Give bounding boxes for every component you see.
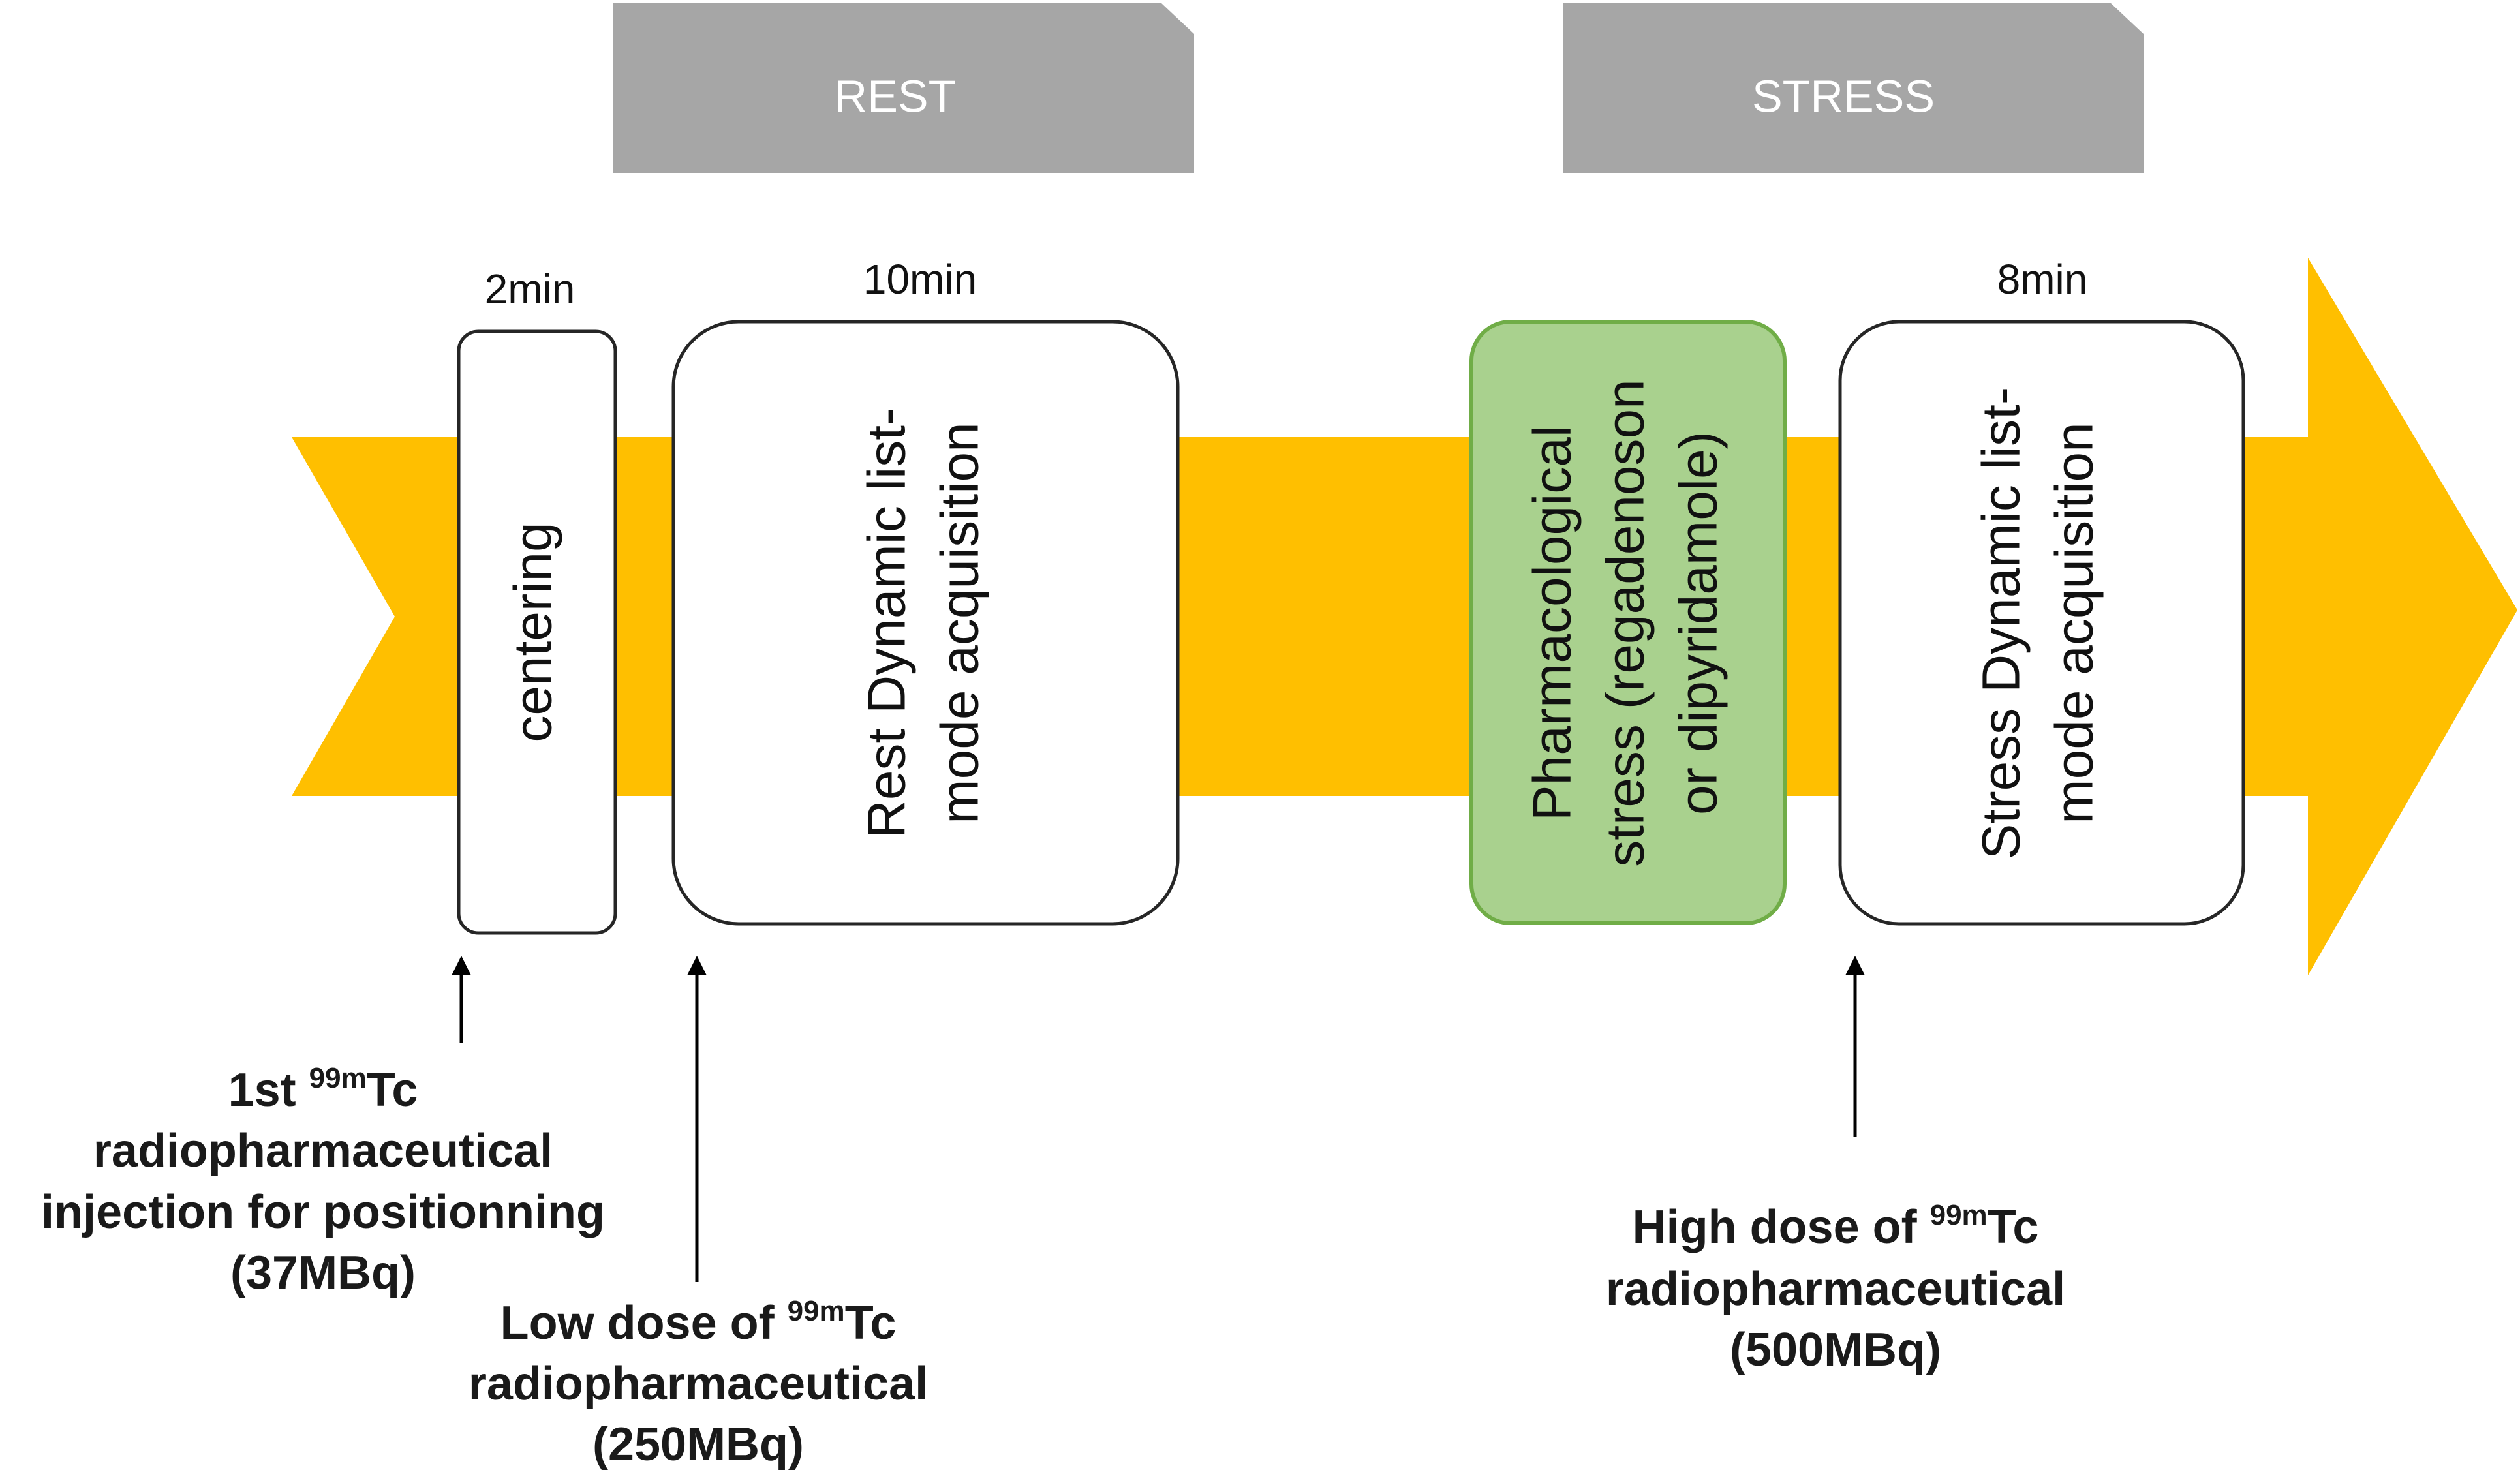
annotation-first-injection-line4: (37MBq) — [230, 1247, 416, 1299]
phase-banner-rest: REST — [613, 3, 1194, 173]
annotation-first-injection-line3: injection for positionning — [41, 1186, 605, 1238]
phase-banner-rest-shape — [613, 3, 1194, 173]
step-pharmacological-stress-label-line3: or dipyridamole) — [1669, 431, 1729, 815]
annotation-high-dose: High dose of 99mTc radiopharmaceutical (… — [1606, 1199, 2065, 1376]
step-pharmacological-stress-label-line1: Pharmacological — [1523, 425, 1582, 821]
annotation-first-injection-isotope: Tc — [367, 1064, 418, 1116]
phase-banner-stress-shape — [1563, 3, 2144, 173]
annotation-low-dose-isotope-sup: 99m — [788, 1295, 845, 1327]
annotation-high-dose-line2: radiopharmaceutical — [1606, 1263, 2065, 1315]
step-pharmacological-stress-label-line2: stress (regadenoson — [1596, 379, 1655, 867]
duration-stress-acquisition: 8min — [1997, 256, 2088, 303]
annotation-low-dose-line2: radiopharmaceutical — [469, 1358, 928, 1410]
step-centering: centering — [457, 329, 617, 935]
annotation-low-dose-line1: Low dose of 99mTc — [500, 1295, 897, 1349]
annotation-first-injection-isotope-sup: 99m — [309, 1062, 367, 1094]
phase-label-rest: REST — [835, 70, 957, 121]
step-pharmacological-stress: Pharmacological stress (regadenoson or d… — [1469, 320, 1787, 925]
annotation-low-dose-line3: (250MBq) — [592, 1418, 804, 1471]
phase-banner-stress: STRESS — [1563, 3, 2144, 173]
duration-centering: 2min — [485, 266, 576, 313]
annotation-first-injection-prefix: 1st — [228, 1064, 309, 1116]
step-stress-acquisition-label-line2: mode acquisition — [2045, 422, 2104, 823]
annotation-first-injection: 1st 99mTc radiopharmaceutical injection … — [41, 1062, 605, 1299]
annotation-first-injection-line2: radiopharmaceutical — [93, 1125, 553, 1177]
annotation-high-dose-isotope: Tc — [1988, 1201, 2039, 1253]
annotation-low-dose: Low dose of 99mTc radiopharmaceutical (2… — [469, 1295, 928, 1471]
step-rest-acquisition-label-line2: mode acquisition — [930, 422, 990, 823]
step-pharmacological-stress-box — [1469, 320, 1787, 925]
step-stress-acquisition-box — [1838, 320, 2245, 926]
step-rest-acquisition-box — [671, 320, 1180, 926]
annotation-high-dose-prefix: High dose of — [1633, 1201, 1930, 1253]
annotation-low-dose-isotope: Tc — [845, 1297, 897, 1349]
annotation-low-dose-prefix: Low dose of — [500, 1297, 788, 1349]
phase-label-stress: STRESS — [1752, 70, 1935, 121]
step-centering-box — [457, 329, 617, 935]
step-stress-acquisition-label-line1: Stress Dynamic list- — [1972, 387, 2031, 859]
duration-rest-acquisition: 10min — [863, 256, 977, 303]
annotation-high-dose-line3: (500MBq) — [1730, 1324, 1941, 1376]
annotation-high-dose-isotope-sup: 99m — [1930, 1199, 1988, 1231]
step-rest-acquisition-label-line1: Rest Dynamic list- — [857, 408, 917, 839]
step-rest-acquisition: Rest Dynamic list- mode acquisition — [671, 320, 1180, 926]
annotation-high-dose-line1: High dose of 99mTc — [1633, 1199, 2039, 1253]
step-stress-acquisition: Stress Dynamic list- mode acquisition — [1838, 320, 2245, 926]
annotation-first-injection-line1: 1st 99mTc — [228, 1062, 418, 1116]
step-centering-label: centering — [504, 522, 563, 742]
